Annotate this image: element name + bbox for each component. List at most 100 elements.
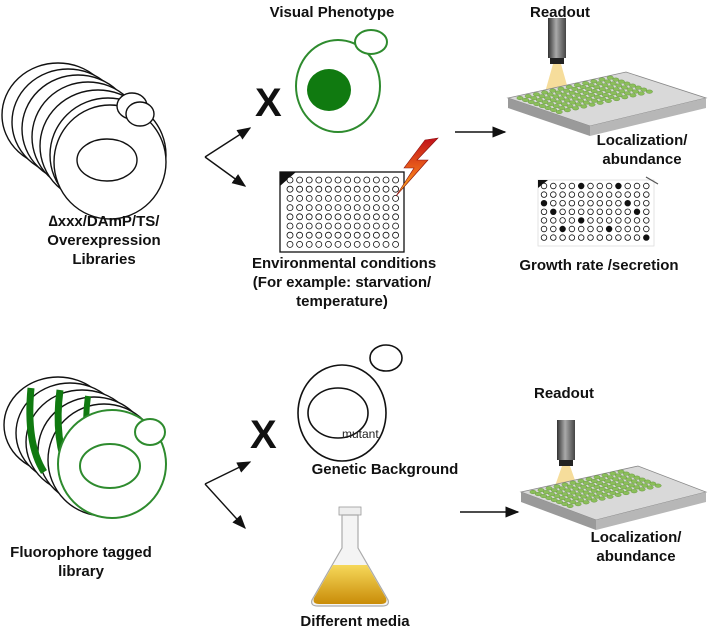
plate-well [605,234,613,241]
plate-well [596,234,603,241]
plate-well [286,222,294,230]
plate-well [568,182,576,190]
plate-well [324,231,332,239]
plate-well [620,485,627,490]
plate-well [605,98,612,103]
branch-arrows [204,127,252,187]
plate-well [363,231,371,239]
plate-well [344,240,352,248]
plate-well [646,485,654,490]
plate-well [529,490,537,495]
plate-well [315,185,323,193]
plate-well [372,204,380,212]
plate-well [334,204,342,212]
plate-well [560,92,568,97]
plate-well [547,102,554,107]
plate-well [578,191,585,198]
plate-well [569,490,577,495]
plate-well [382,240,390,248]
plate-well [633,199,641,207]
plate-well [315,194,323,202]
plate-well [550,498,558,503]
plate-well [596,100,604,105]
plate-well [556,490,563,495]
plate-well [566,104,574,109]
plate-well [634,85,642,90]
plate-well [605,217,613,224]
plate-well [643,234,650,241]
plate-well [607,85,614,90]
plate-well [334,176,342,184]
plate-well [334,222,342,230]
plate-well [392,231,400,239]
flask-icon [311,506,389,607]
plate-well [286,194,294,202]
plate-well [305,194,313,202]
plate-well [587,208,594,215]
plate-well [601,483,609,488]
plate-well [324,204,332,212]
cross-symbol: X [250,413,277,457]
readout-plate [506,71,708,136]
plate-well [574,482,582,487]
plate-well [572,106,579,111]
plate-well [624,91,631,96]
plate-well [574,102,582,107]
plate-well [587,83,595,88]
plate-well [382,231,390,239]
plate-well [553,484,561,489]
plate-well [372,231,380,239]
plate-well [588,102,596,107]
plate-well [372,176,380,184]
plate-well [615,217,622,224]
plate-well [625,487,633,492]
plate-well [630,489,638,494]
plate-well [577,478,585,483]
tagged-library-label: Fluorophore tagged library [10,544,152,580]
plate-well [633,217,641,224]
plate-well [324,213,332,221]
plate-well [324,176,332,184]
plate-well [606,485,614,490]
plate-well [609,81,617,86]
plate-well [344,213,352,221]
plate-well [540,225,548,233]
plate-well [640,87,648,92]
plate-well [615,93,623,98]
plate-well [604,79,611,84]
plate-well [305,222,313,230]
plate-well [615,199,622,207]
plate-well [604,488,611,493]
plate-well [540,494,547,499]
plate-well [524,94,532,99]
plate-well [550,208,557,215]
plate-well [344,185,352,193]
plate-well [629,93,637,98]
plate-well [617,469,625,474]
plate-well [614,492,622,497]
plate-well [541,100,549,105]
mutant-label: mutant [342,427,379,441]
plate-well [582,90,590,95]
plate-well [624,217,631,224]
plate-well [577,98,585,103]
plate-well [636,481,643,486]
plate-well [578,182,585,190]
plate-well [633,191,641,198]
plate-well [612,477,619,482]
plate-well [577,488,585,493]
plate-well [624,199,631,207]
plate-well [574,492,582,497]
plate-well [286,176,294,184]
plate-well [629,83,636,88]
plate-well [296,213,304,221]
plate-well [552,104,560,109]
plate-well [344,222,352,230]
plate-well [305,204,313,212]
plate-well [617,489,625,494]
plate-well [353,213,361,221]
plate-well [344,231,352,239]
plate-well [550,107,557,112]
plate-well [538,94,546,99]
plate-well [588,92,595,97]
